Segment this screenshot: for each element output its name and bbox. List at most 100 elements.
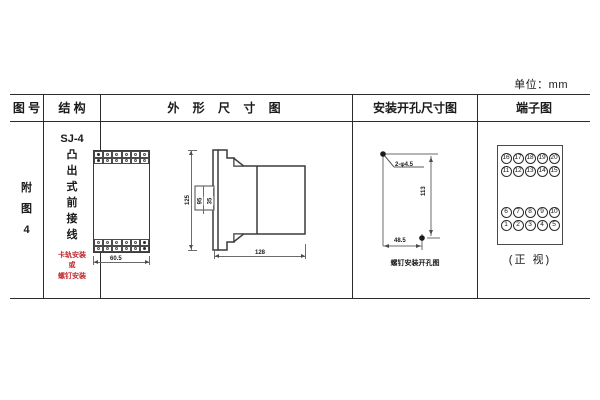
terminal-dot-icon <box>133 247 137 251</box>
mounting-note-line-3: 螺钉安装 <box>58 272 86 280</box>
structure-char-2: 出 <box>66 164 78 177</box>
terminal-cell <box>112 239 122 246</box>
cell-structure: SJ-4 凸 出 式 前 接 线 卡轨安装 或 螺钉安装 <box>44 121 100 298</box>
terminal-dot-icon <box>115 247 119 251</box>
front-width-label: 60.5 <box>109 256 123 262</box>
terminal-dot-icon <box>97 240 101 244</box>
side-height-label: 125 <box>185 193 192 207</box>
terminal-number: 20 <box>548 153 560 164</box>
terminal-cell <box>112 157 122 164</box>
terminal-number: 4 <box>536 220 548 231</box>
terminal-dot-icon <box>106 159 110 163</box>
terminal-number: 19 <box>536 153 548 164</box>
terminal-dot-icon <box>115 159 119 163</box>
structure-char-3: 式 <box>66 180 78 193</box>
terminal-cell <box>130 157 140 164</box>
terminal-dot-icon <box>124 159 128 163</box>
terminal-cell <box>103 245 113 252</box>
hole-spec-label: 2-φ4.5 <box>395 162 413 168</box>
terminal-cell <box>121 151 131 158</box>
terminal-dot-icon <box>115 240 119 244</box>
column-divider-4 <box>477 94 478 298</box>
terminal-number: 9 <box>536 207 548 218</box>
model-name: SJ-4 <box>60 133 84 145</box>
terminal-dot-icon <box>97 159 101 163</box>
structure-char-1: 凸 <box>66 149 78 161</box>
mounting-note-line-1: 卡轨安装 <box>58 251 86 259</box>
terminal-dot-icon <box>124 240 128 244</box>
terminal-number: 6 <box>500 207 512 218</box>
terminal-diagram-caption: (正 视) <box>508 254 552 266</box>
mounting-hole-svg <box>380 151 440 250</box>
mounting-note: 卡轨安装 或 螺钉安装 <box>58 251 86 283</box>
unit-label: 单位：mm <box>514 79 568 91</box>
structure-char-5: 接 <box>66 212 78 225</box>
header-terminal: 端子图 <box>515 101 552 115</box>
terminal-dot-icon <box>133 240 137 244</box>
terminal-number: 18 <box>524 153 536 164</box>
terminal-row <box>94 151 150 158</box>
terminal-dot-icon <box>142 152 146 156</box>
terminal-cell <box>121 245 131 252</box>
terminal-dot-icon <box>106 240 110 244</box>
terminal-cell <box>130 151 140 158</box>
terminal-number: 3 <box>524 220 536 231</box>
side-view-drawing <box>185 146 315 256</box>
terminal-number-row: 11 12 13 14 15 <box>500 166 560 177</box>
table-border-top <box>10 94 590 95</box>
terminal-number-row: 1 2 3 4 5 <box>500 220 560 231</box>
terminal-cell <box>130 245 140 252</box>
terminal-cell <box>94 239 104 246</box>
terminal-cell <box>139 245 150 252</box>
structure-description: 凸 出 式 前 接 线 <box>67 148 78 244</box>
terminal-dot-icon <box>106 152 110 156</box>
terminal-dot-icon <box>133 159 137 163</box>
terminal-dot-icon <box>106 247 110 251</box>
terminal-row <box>94 245 150 252</box>
structure-char-4: 前 <box>66 196 78 209</box>
terminal-number: 15 <box>548 166 560 177</box>
figure-char-1: 附 <box>21 182 32 195</box>
terminal-lower-group: 6 7 8 9 10 1 2 3 4 5 <box>497 207 563 231</box>
terminal-cell <box>139 239 150 246</box>
terminal-dot-icon <box>124 152 128 156</box>
mounting-hole-drawing: 2-φ4.5 113 48.5 螺钉安装开孔图 <box>372 146 452 276</box>
terminal-cell <box>139 157 150 164</box>
front-view-bottom-terminal-strip <box>94 239 150 252</box>
terminal-dot-icon <box>142 247 146 251</box>
terminal-number-row: 16 17 18 19 20 <box>500 153 560 164</box>
terminal-cell <box>112 245 122 252</box>
column-divider-3 <box>352 94 353 298</box>
terminal-dot-icon <box>115 152 119 156</box>
terminal-row <box>94 239 150 246</box>
terminal-number: 8 <box>524 207 536 218</box>
terminal-dot-icon <box>97 152 101 156</box>
terminal-number: 16 <box>500 153 512 164</box>
side-inner-label-35: 35 <box>207 196 214 206</box>
mounting-note-line-2: 或 <box>68 262 76 270</box>
table-border-bottom <box>10 298 590 299</box>
figure-char-2: 图 <box>21 203 32 216</box>
cell-figure-number: 附 图 4 <box>10 121 43 298</box>
terminal-cell <box>112 151 122 158</box>
structure-char-6: 线 <box>66 228 78 241</box>
terminal-cell <box>121 157 131 164</box>
terminal-cell <box>103 157 113 164</box>
mounting-hole-caption: 螺钉安装开孔图 <box>390 260 440 267</box>
terminal-number-row: 6 7 8 9 10 <box>500 207 560 218</box>
front-view-top-terminal-strip <box>94 151 150 164</box>
terminal-dot-icon <box>142 159 146 163</box>
terminal-cell <box>139 151 150 158</box>
front-view-drawing <box>93 150 150 253</box>
terminal-number: 17 <box>512 153 524 164</box>
terminal-number: 12 <box>512 166 524 177</box>
terminal-cell <box>94 245 104 252</box>
terminal-cell <box>94 157 104 164</box>
terminal-number: 14 <box>536 166 548 177</box>
header-figure-number: 图 号 <box>12 101 41 115</box>
terminal-cell <box>94 151 104 158</box>
terminal-cell <box>103 151 113 158</box>
terminal-cell <box>130 239 140 246</box>
terminal-number: 11 <box>500 166 512 177</box>
column-divider-1 <box>43 94 44 298</box>
